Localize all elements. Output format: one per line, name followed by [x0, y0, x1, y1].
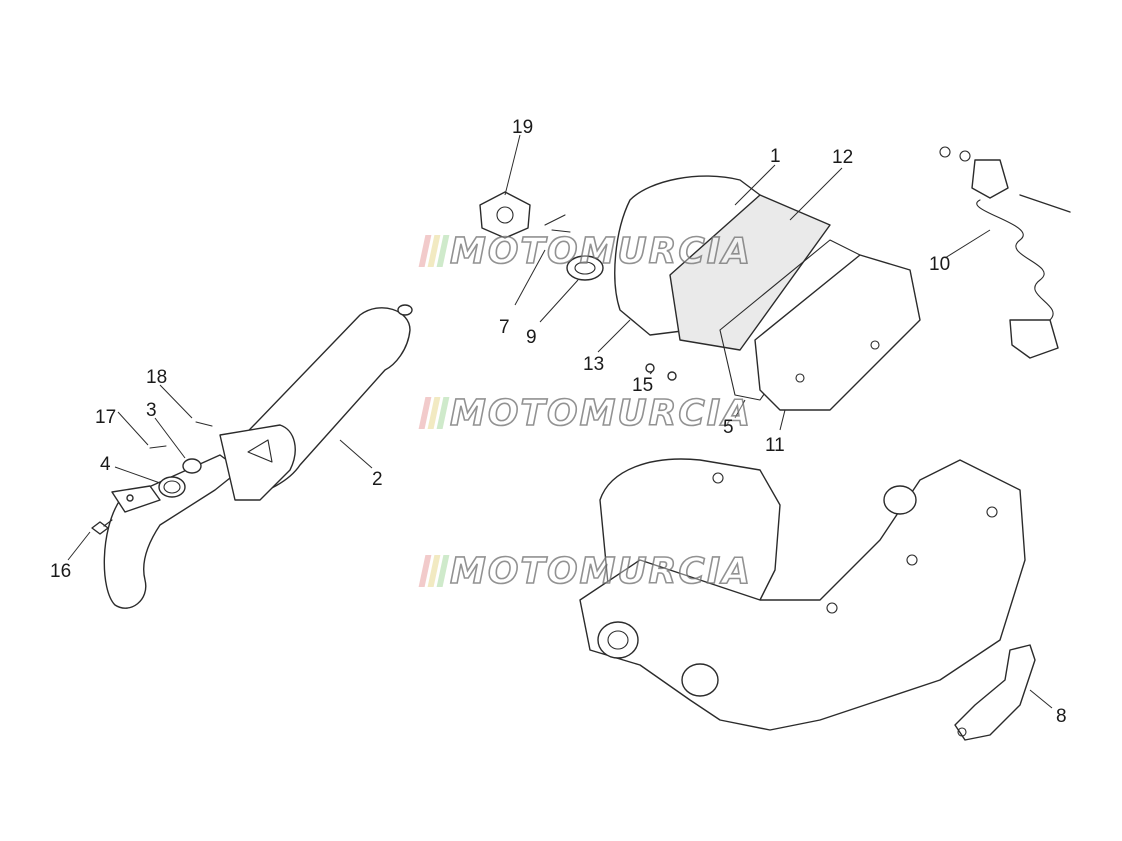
- callout-18: 18: [146, 367, 168, 388]
- exhaust-fasteners: [91, 421, 213, 535]
- callout-17: 17: [95, 407, 117, 428]
- callout-5: 5: [723, 417, 734, 438]
- callout-3: 3: [146, 400, 157, 421]
- watermark-text: MOTOMURCIA: [449, 392, 753, 435]
- callout-1: 1: [770, 146, 781, 167]
- watermark-bottom: MOTOMURCIA: [418, 550, 753, 593]
- callout-19: 19: [512, 117, 534, 138]
- engine-crankcase: [579, 458, 1026, 731]
- callout-16: 16: [50, 561, 72, 582]
- callout-12: 12: [832, 147, 854, 168]
- watermark-top: MOTOMURCIA: [418, 230, 753, 273]
- leader-lines: [67, 134, 1053, 709]
- callout-9: 9: [526, 327, 537, 348]
- callout-10: 10: [929, 254, 951, 275]
- callout-4: 4: [100, 454, 111, 475]
- shock-absorber: [939, 146, 1071, 359]
- callout-11: 11: [765, 435, 785, 456]
- carburetor: [479, 191, 604, 281]
- watermark-text: MOTOMURCIA: [449, 230, 753, 273]
- callout-15: 15: [632, 375, 654, 396]
- watermark-stripes: [418, 555, 450, 587]
- callout-2: 2: [372, 469, 383, 490]
- watermark-text: MOTOMURCIA: [449, 550, 753, 593]
- watermark-stripes: [418, 397, 450, 429]
- exhaust-muffler: [103, 304, 413, 609]
- watermark-middle: MOTOMURCIA: [418, 392, 753, 435]
- callout-7: 7: [499, 317, 510, 338]
- bracket: [954, 644, 1036, 741]
- watermark-stripes: [418, 235, 450, 267]
- air-filter-housing: [614, 175, 921, 411]
- callout-13: 13: [583, 354, 605, 375]
- callout-8: 8: [1056, 706, 1067, 727]
